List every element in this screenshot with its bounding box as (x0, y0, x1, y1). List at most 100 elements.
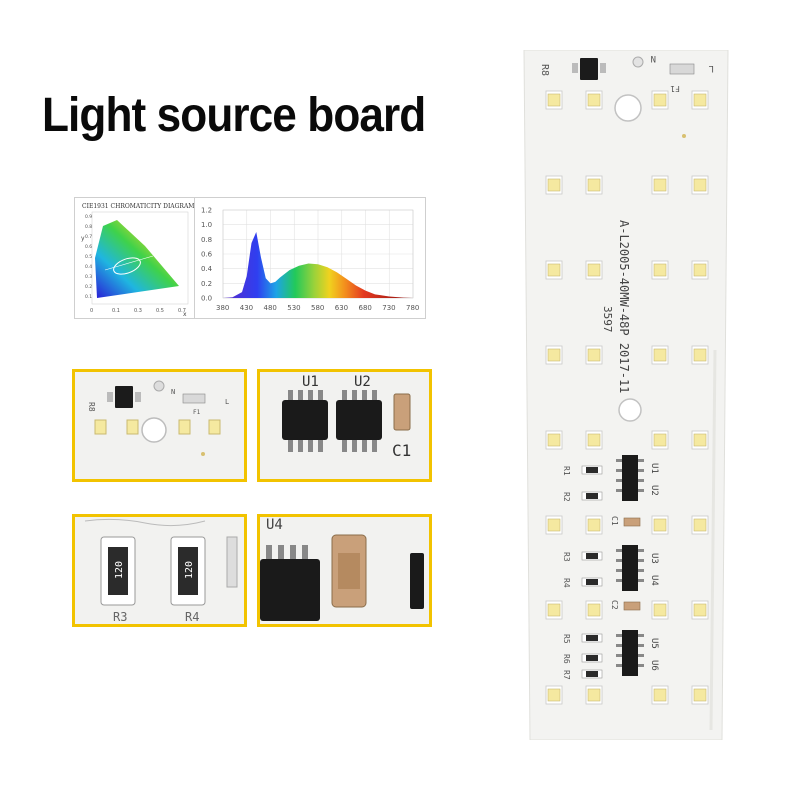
cie-x-tick: 0.3 (134, 308, 142, 314)
ic-chip (616, 545, 644, 591)
led-chip (691, 515, 709, 535)
cie-y-tick: 0.7 (85, 234, 92, 240)
led-chip (651, 600, 669, 620)
ic-chip-u1 (282, 390, 328, 452)
board-l-label: L (709, 63, 714, 73)
transistor (115, 386, 133, 408)
led-chip (545, 175, 563, 195)
smd-resistor (581, 551, 603, 561)
spectrum-y-tick: 0.0 (201, 295, 212, 303)
spectrum-y-ticks: 1.21.00.80.60.40.20.0 (201, 207, 213, 303)
smd-resistor (581, 491, 603, 501)
led-chip (691, 175, 709, 195)
led-chip (585, 90, 603, 110)
cie-y-tick: 0.3 (85, 274, 92, 280)
led-chip (691, 600, 709, 620)
cie-y-tick: 0.5 (85, 254, 92, 260)
led-chip (691, 260, 709, 280)
led (208, 419, 221, 435)
spectrum-x-tick: 730 (382, 304, 395, 312)
cie-x-tick: 0.7 (178, 308, 186, 314)
spectrum-x-tick: 380 (216, 304, 229, 312)
smd-capacitor (623, 601, 641, 611)
transistor (580, 58, 598, 80)
cie-y-axis-label: y (81, 235, 85, 242)
cie-ellipse (113, 257, 141, 275)
board-fuse-label: F1 (670, 84, 680, 93)
led (178, 419, 191, 435)
mounting-hole-middle (618, 398, 642, 422)
led-chip (545, 600, 563, 620)
spectrum-x-tick: 480 (264, 304, 277, 312)
led-light-source-board: R8 N L F1 A-L2005-40MW-48P 2017-11 3597 … (520, 50, 732, 740)
led-chip (585, 685, 603, 705)
spectrum-y-tick: 0.4 (201, 265, 213, 273)
led-chip (545, 515, 563, 535)
capacitor-label: C1 (610, 516, 619, 526)
resistor-label: R4 (562, 578, 571, 588)
led-chip (691, 430, 709, 450)
spectrum-y-tick: 1.2 (201, 207, 212, 215)
ic-label: U1 (649, 463, 659, 474)
mounting-hole (141, 417, 167, 443)
led-chip (691, 345, 709, 365)
u4-label: U4 (266, 517, 283, 533)
spectrum-x-tick: 580 (311, 304, 324, 312)
led-chip (651, 430, 669, 450)
led-chip (545, 685, 563, 705)
cie-y-ticks: 0.90.80.70.60.50.40.30.20.1 (85, 214, 92, 300)
cie-x-tick: 0 (90, 308, 93, 314)
ic-chip-u2 (336, 390, 382, 452)
ic-label: U6 (649, 660, 659, 671)
led-chip (585, 345, 603, 365)
led-chip (651, 175, 669, 195)
board-res-label: R8 (539, 64, 550, 76)
led-chip (585, 430, 603, 450)
led-chip (651, 90, 669, 110)
led-array (545, 90, 709, 705)
cie-title: CIE1931 CHROMATICITY DIAGRAM (82, 203, 195, 210)
led (126, 419, 139, 435)
smd-resistor (581, 633, 603, 643)
cie-y-tick: 0.6 (85, 244, 92, 250)
spectrum-y-tick: 0.2 (201, 280, 212, 288)
spectrum-x-tick: 780 (406, 304, 419, 312)
n-label: N (171, 388, 175, 396)
board-model-text: A-L2005-40MW-48P 2017-11 (617, 220, 631, 393)
cie-y-tick: 0.9 (85, 214, 92, 220)
zoom-tile-resistors: 120 120 R3 R4 (72, 514, 247, 627)
led-chip (585, 260, 603, 280)
resistor-label: R6 (562, 654, 571, 664)
led-chip (545, 430, 563, 450)
led-chip (651, 515, 669, 535)
spectrum-area (223, 232, 413, 298)
board-fuse (669, 63, 695, 75)
led-chip (651, 685, 669, 705)
board-substrate (523, 50, 729, 740)
led (94, 419, 107, 435)
spectrum-x-tick: 430 (240, 304, 253, 312)
zoom-tile-power-input: R8 N L F1 (72, 369, 247, 482)
cie-y-tick: 0.4 (85, 264, 92, 270)
cie-x-tick: 0.1 (112, 308, 120, 314)
board-batch-text: 3597 (601, 306, 614, 333)
led-chip (585, 600, 603, 620)
zoom-tile-driver-ics: U1 U2 C1 (257, 369, 432, 482)
led-chip (691, 90, 709, 110)
smd-resistor (581, 669, 603, 679)
spectrum-y-tick: 0.6 (201, 251, 213, 259)
spectrum-x-tick: 630 (335, 304, 348, 312)
cie-y-tick: 0.1 (85, 294, 92, 300)
capacitor-label: C2 (610, 600, 619, 610)
smd-resistor (581, 577, 603, 587)
u1-label: U1 (302, 374, 319, 390)
ic-label: U5 (649, 638, 659, 649)
resistor-label: R2 (562, 492, 571, 502)
res-label-right: R4 (185, 610, 199, 624)
fuse (182, 393, 206, 404)
spectrum-y-tick: 0.8 (201, 236, 212, 244)
